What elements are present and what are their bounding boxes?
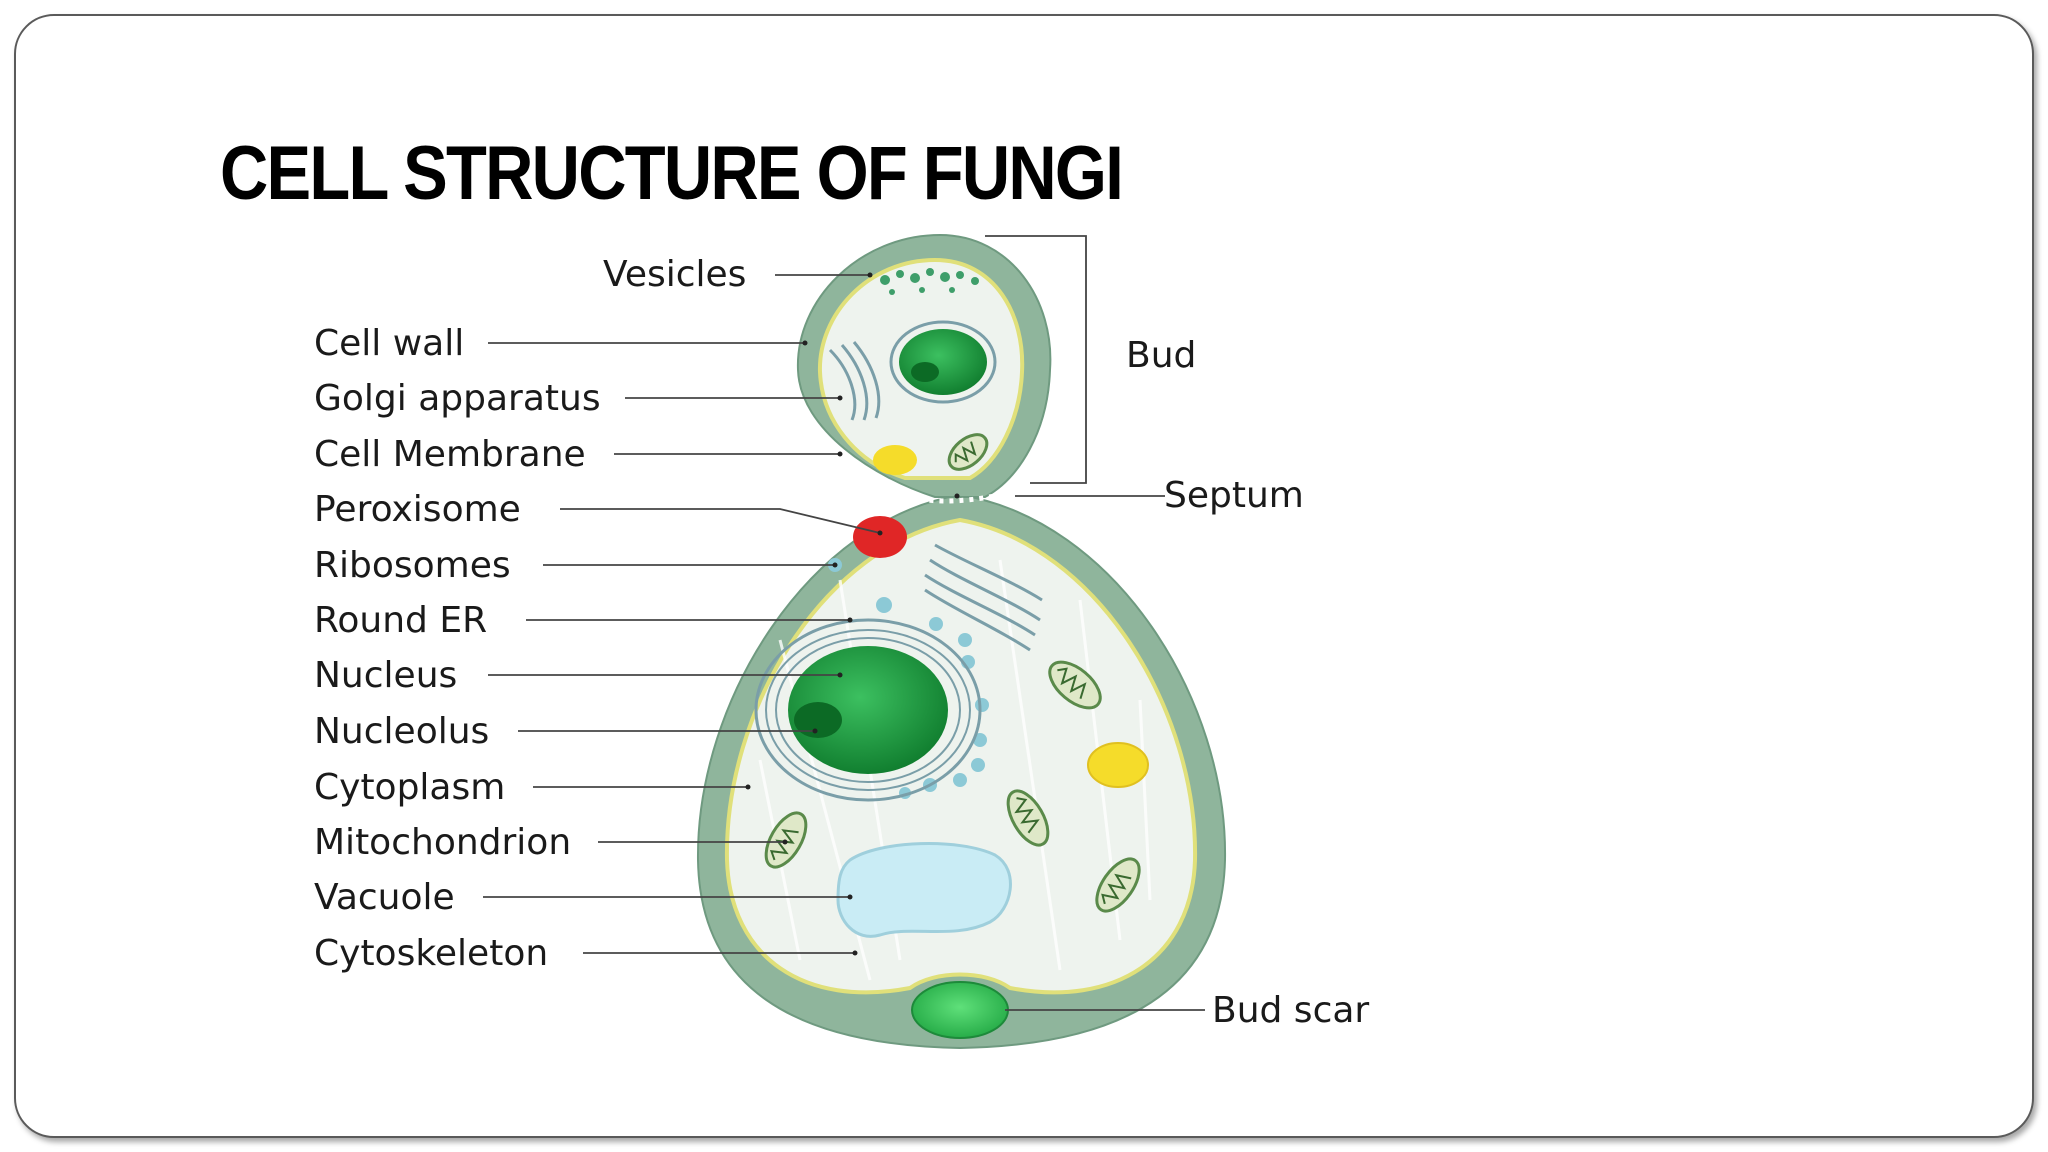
- label-golgi-apparatus: Golgi apparatus: [314, 378, 601, 419]
- bud-scar: [911, 981, 1009, 1039]
- lipid-droplet: [1087, 742, 1149, 788]
- label-mitochondrion: Mitochondrion: [314, 822, 571, 863]
- nucleus: [754, 618, 982, 802]
- nucleolus: [794, 702, 842, 738]
- label-cytoskeleton: Cytoskeleton: [314, 933, 548, 974]
- label-nucleus: Nucleus: [314, 655, 457, 696]
- label-cytoplasm: Cytoplasm: [314, 767, 505, 808]
- bud-lipid-droplet: [873, 445, 917, 475]
- label-bud: Bud: [1126, 335, 1196, 376]
- peroxisome: [853, 516, 907, 558]
- mitochondrion-1: [1048, 660, 1102, 710]
- label-nucleolus: Nucleolus: [314, 711, 489, 752]
- leader-lines: [483, 274, 1205, 1011]
- label-cell-wall: Cell wall: [314, 323, 464, 364]
- bud-nucleus: [889, 320, 997, 404]
- label-peroxisome: Peroxisome: [314, 489, 521, 530]
- nucleus-body: [788, 646, 948, 774]
- label-vacuole: Vacuole: [314, 877, 455, 918]
- leader-dots: [745, 272, 960, 956]
- label-vesicles: Vesicles: [603, 254, 746, 295]
- vacuole: [836, 842, 1012, 938]
- label-septum: Septum: [1164, 475, 1304, 516]
- label-ribosomes: Ribosomes: [314, 545, 511, 586]
- bud-bracket: [985, 235, 1087, 484]
- mitochondrion-3: [1095, 857, 1141, 913]
- label-cell-membrane: Cell Membrane: [314, 434, 586, 475]
- mitochondrion-2: [1006, 789, 1050, 847]
- bud-golgi: [828, 341, 881, 421]
- vesicles: [880, 268, 979, 295]
- golgi-apparatus: [924, 543, 1043, 652]
- bud-mitochondrion: [947, 433, 989, 471]
- label-bud-scar: Bud scar: [1212, 990, 1369, 1031]
- label-round-er: Round ER: [314, 600, 487, 641]
- slide-title: CELL STRUCTURE OF FUNGI: [220, 131, 1124, 216]
